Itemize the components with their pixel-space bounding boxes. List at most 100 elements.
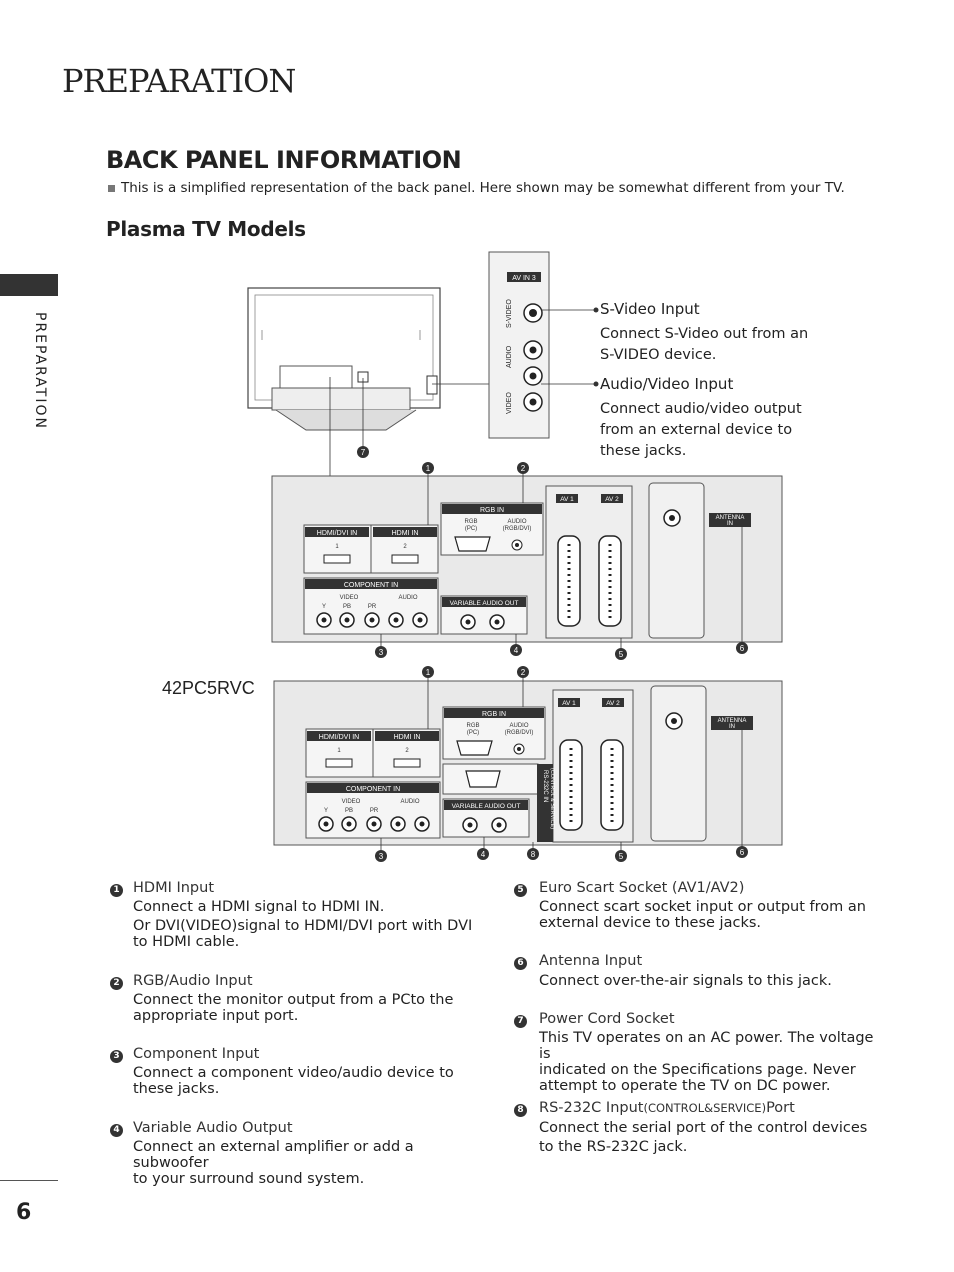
item-title: Power Cord Socket xyxy=(539,1011,675,1027)
video-vertical-label: VIDEO xyxy=(506,392,513,414)
marker-8-icon: 8 xyxy=(514,1104,527,1117)
hdmi-1-label-a: 1 xyxy=(335,544,339,550)
av1-label-a: AV 1 xyxy=(560,496,574,503)
rs232-label: RS-232C IN xyxy=(542,770,548,802)
item-component-input: 3 Component Input Connect a component vi… xyxy=(110,1046,480,1097)
item-line: Connect over-the-air signals to this jac… xyxy=(539,973,832,989)
tv-back-illustration xyxy=(247,287,441,431)
av-callout-text-3: these jacks. xyxy=(600,443,686,459)
marker-7-icon: 7 xyxy=(514,1015,527,1028)
marker-4-b: 4 xyxy=(481,850,486,859)
audio-rgb-label-b: AUDIO xyxy=(509,723,528,729)
svideo-vertical-label: S-VIDEO xyxy=(506,299,513,328)
rgb-in-label-a: RGB IN xyxy=(480,507,504,514)
rgb-in-label-b: RGB IN xyxy=(482,711,506,718)
sidebar-tab xyxy=(0,274,58,296)
var-audio-label-a: VARIABLE AUDIO OUT xyxy=(450,600,519,607)
item-line: these jacks. xyxy=(133,1081,220,1097)
component-audio-label-b: AUDIO xyxy=(400,799,419,805)
item-line: appropriate input port. xyxy=(133,1008,299,1024)
hdmi-label-a: HDMI IN xyxy=(392,530,419,537)
item-rs232c-input: 8 RS-232C Input(CONTROL&SERVICE)Port Con… xyxy=(514,1100,884,1157)
antenna-in-label-a: IN xyxy=(727,521,733,527)
item-title: Antenna Input xyxy=(539,953,643,969)
side-av-panel: AV IN 3 S-VIDEO AUDIO VIDEO xyxy=(488,251,599,439)
item-title: RS-232C Input(CONTROL&SERVICE)Port xyxy=(539,1100,884,1116)
sidebar-label: PREPARATION xyxy=(32,312,48,430)
svideo-callout-title: S-Video Input xyxy=(600,300,700,318)
av-in3-label: AV IN 3 xyxy=(512,275,536,282)
item-line: to the RS-232C jack. xyxy=(539,1139,688,1155)
subsection-title: Plasma TV Models xyxy=(106,217,306,241)
rs232-label-2: (CONTROL & SERVICE) xyxy=(549,768,555,829)
hdmi-1-label-b: 1 xyxy=(337,748,341,754)
hdmi-2-label-b: 2 xyxy=(405,748,409,754)
footer-divider xyxy=(0,1180,58,1181)
component-y-label-b: Y xyxy=(324,808,328,814)
av-callout-text-2: from an external device to xyxy=(600,422,792,438)
item-title: HDMI Input xyxy=(133,880,215,896)
note-text: This is a simplified representation of t… xyxy=(121,180,845,196)
item-title: Component Input xyxy=(133,1046,260,1062)
hdmi-2-label-a: 2 xyxy=(403,544,407,550)
item-line: Connect a HDMI signal to HDMI IN. xyxy=(133,899,385,915)
marker-5-a: 5 xyxy=(619,650,624,659)
component-pr-label-a: PR xyxy=(368,604,377,610)
marker-6-icon: 6 xyxy=(514,957,527,970)
item-title-end: Port xyxy=(766,1100,795,1116)
item-line: external device to these jacks. xyxy=(539,915,762,931)
component-y-label-a: Y xyxy=(322,604,326,610)
av2-label-b: AV 2 xyxy=(606,700,620,707)
item-line: Connect a component video/audio device t… xyxy=(133,1065,454,1081)
hdmi-dvi-label-a: HDMI/DVI IN xyxy=(317,530,357,537)
marker-7: 7 xyxy=(361,448,366,457)
marker-1-a: 1 xyxy=(426,464,431,473)
item-line: Connect scart socket input or output fro… xyxy=(539,899,866,915)
svideo-callout-text-1: Connect S-Video out from an xyxy=(600,326,808,342)
marker-3-a: 3 xyxy=(379,648,384,657)
marker-4-a: 4 xyxy=(514,646,519,655)
hdmi-label-b: HDMI IN xyxy=(394,734,421,741)
item-rgb-audio-input: 2 RGB/Audio Input Connect the monitor ou… xyxy=(110,973,480,1024)
marker-1-icon: 1 xyxy=(110,884,123,897)
component-in-label-b: COMPONENT IN xyxy=(346,786,400,793)
component-video-label-a: VIDEO xyxy=(340,595,359,601)
marker-4-icon: 4 xyxy=(110,1124,123,1137)
bullet-square-icon xyxy=(108,184,115,192)
var-audio-label-b: VARIABLE AUDIO OUT xyxy=(452,803,521,810)
rgb-pc-label-b: RGB xyxy=(466,723,479,729)
marker-2-icon: 2 xyxy=(110,977,123,990)
marker-1-b: 1 xyxy=(426,668,431,677)
marker-5-b: 5 xyxy=(619,852,624,861)
page-header-title: PREPARATION xyxy=(62,62,296,100)
marker-2-a: 2 xyxy=(521,464,526,473)
item-line: to HDMI cable. xyxy=(133,934,240,950)
av-callout-text-1: Connect audio/video output xyxy=(600,401,802,417)
marker-3-icon: 3 xyxy=(110,1050,123,1063)
marker-8-b: 8 xyxy=(531,850,536,859)
item-line: indicated on the Specifications page. Ne… xyxy=(539,1062,856,1078)
component-pb-label-a: PB xyxy=(343,604,351,610)
svideo-callout-text-2: S-VIDEO device. xyxy=(600,347,716,363)
component-in-label-a: COMPONENT IN xyxy=(344,582,398,589)
back-panel-bottom: HDMI/DVI IN HDMI IN 1 2 RGB IN RGB (PC) … xyxy=(273,680,783,846)
marker-6-b: 6 xyxy=(740,848,745,857)
back-panel-top: HDMI/DVI IN HDMI IN 1 2 RGB IN RGB (PC) … xyxy=(271,475,783,643)
section-note: This is a simplified representation of t… xyxy=(108,180,845,196)
marker-6-a: 6 xyxy=(740,644,745,653)
component-pr-label-b: PR xyxy=(370,808,379,814)
item-antenna-input: 6 Antenna Input Connect over-the-air sig… xyxy=(514,953,884,989)
marker-5-icon: 5 xyxy=(514,884,527,897)
audio-rgb2-label-b: (RGB/DVI) xyxy=(505,730,534,736)
item-variable-audio-output: 4 Variable Audio Output Connect an exter… xyxy=(110,1120,480,1187)
rgb-pc-label-a: RGB xyxy=(464,519,477,525)
rgb-pc2-label-b: (PC) xyxy=(467,730,479,736)
item-title-main: RS-232C Input xyxy=(539,1100,644,1116)
item-title: RGB/Audio Input xyxy=(133,973,253,989)
marker-2-b: 2 xyxy=(521,668,526,677)
rgb-pc2-label-a: (PC) xyxy=(465,526,477,532)
item-line: Connect an external amplifier or add a s… xyxy=(133,1139,414,1171)
item-title: Variable Audio Output xyxy=(133,1120,293,1136)
hdmi-dvi-label-b: HDMI/DVI IN xyxy=(319,734,359,741)
component-pb-label-b: PB xyxy=(345,808,353,814)
